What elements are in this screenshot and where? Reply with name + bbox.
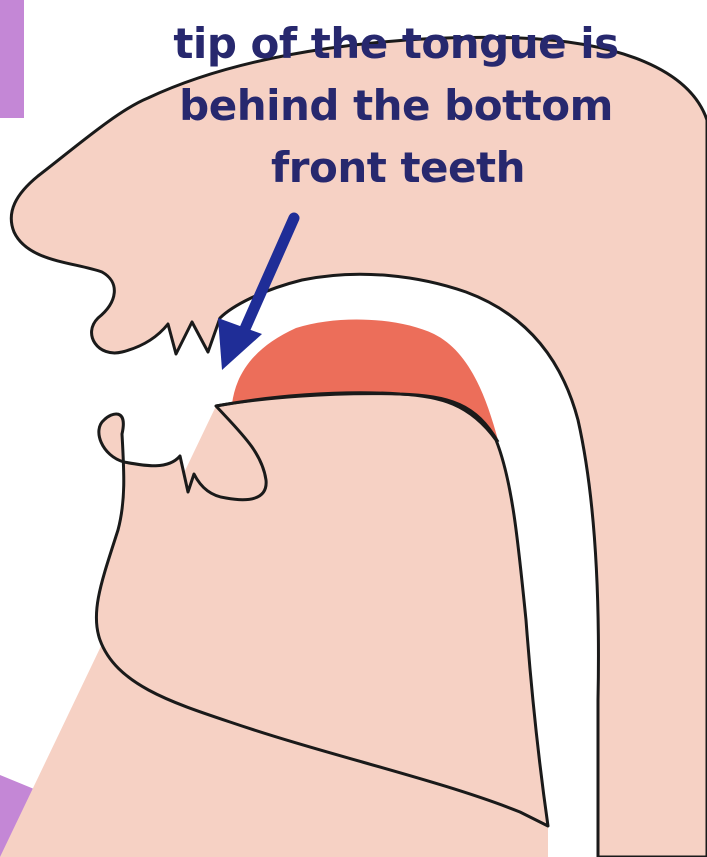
purple-corner-decoration-top: [0, 0, 24, 118]
annotation-line-1: tip of the tongue is: [173, 19, 618, 68]
annotation-line-2: behind the bottom: [179, 81, 613, 130]
annotation-line-3: front teeth: [271, 143, 525, 192]
